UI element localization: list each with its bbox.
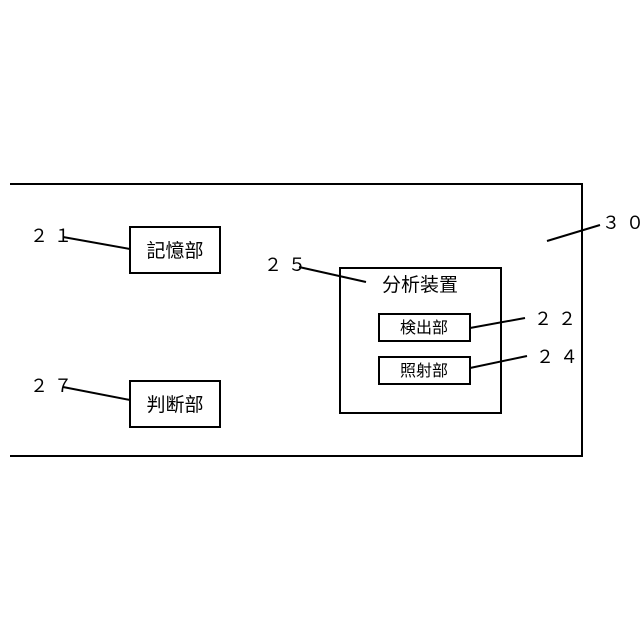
ref-irradiator: ２４ xyxy=(536,347,584,368)
judgment-unit-label: 判断部 xyxy=(146,394,203,416)
ref-storage: ２１ xyxy=(30,226,78,247)
irradiator-unit-label: 照射部 xyxy=(400,361,448,380)
ref-system: ３０ xyxy=(602,213,640,234)
storage-unit-label: 記憶部 xyxy=(146,240,203,262)
detector-unit-label: 検出部 xyxy=(400,318,448,337)
ref-judgment: ２７ xyxy=(30,376,78,397)
analyzer-device-label: 分析装置 xyxy=(382,274,458,296)
ref-detector: ２２ xyxy=(534,309,582,330)
ref-analyzer: ２５ xyxy=(264,255,312,276)
leader-system xyxy=(547,225,600,241)
